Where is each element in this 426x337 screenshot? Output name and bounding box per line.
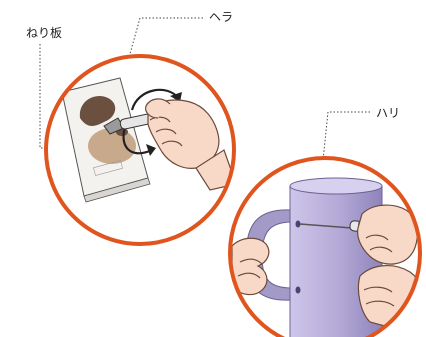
kneading-scene	[46, 56, 236, 244]
mug-rim	[290, 178, 382, 194]
mug-scene	[230, 158, 423, 337]
